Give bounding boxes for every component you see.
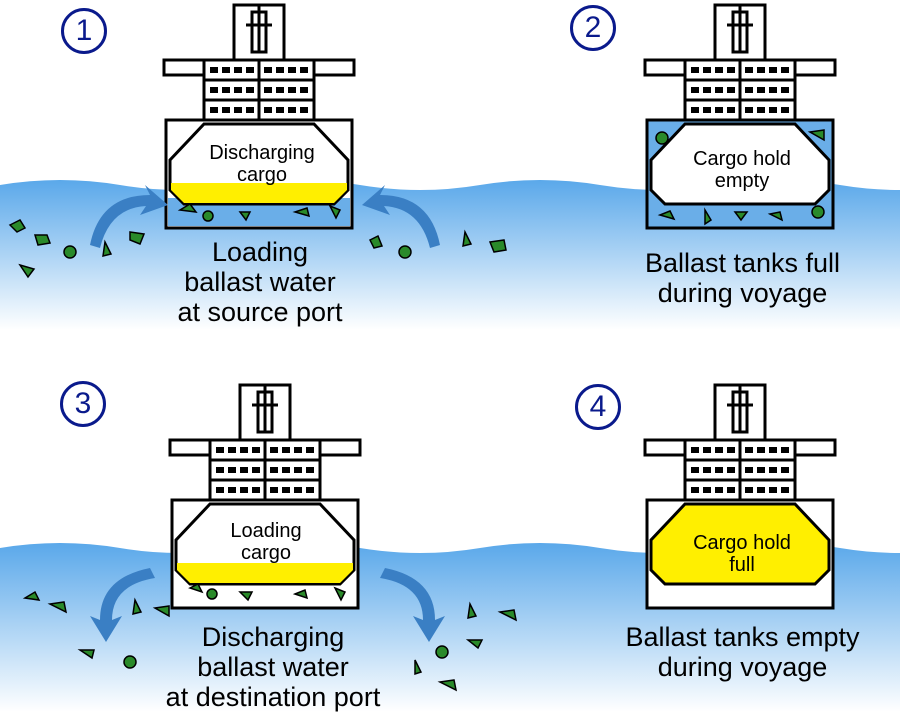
ship-2-hold: [649, 122, 831, 206]
step-number-1: 1: [61, 8, 107, 54]
ship-4-hold: [649, 502, 831, 586]
discharge-arrow-left: [90, 568, 155, 642]
ship-1: [162, 3, 356, 230]
step-number-4: 4: [575, 384, 621, 430]
ship-2-superstructure: [643, 3, 837, 122]
ship-3: [168, 383, 362, 610]
ship-1-superstructure: [162, 3, 356, 122]
ship-1-cargo: [171, 183, 347, 203]
ship-2-windows: [691, 67, 789, 113]
step-number-2: 2: [570, 5, 616, 51]
ship-3-windows: [216, 447, 314, 493]
step-number-3: 3: [60, 381, 106, 427]
ship-2: [643, 3, 837, 230]
ship-3-cargo: [177, 563, 353, 583]
discharge-arrow-right: [380, 568, 445, 642]
intake-arrow-right: [362, 185, 440, 248]
organisms: [8, 129, 825, 692]
ship-1-windows: [210, 67, 308, 113]
intake-arrow-left: [90, 185, 168, 248]
ship-4-superstructure: [643, 383, 837, 502]
ship-3-superstructure: [168, 383, 362, 502]
ship-4-windows: [691, 447, 789, 493]
ship-4: [643, 383, 837, 610]
